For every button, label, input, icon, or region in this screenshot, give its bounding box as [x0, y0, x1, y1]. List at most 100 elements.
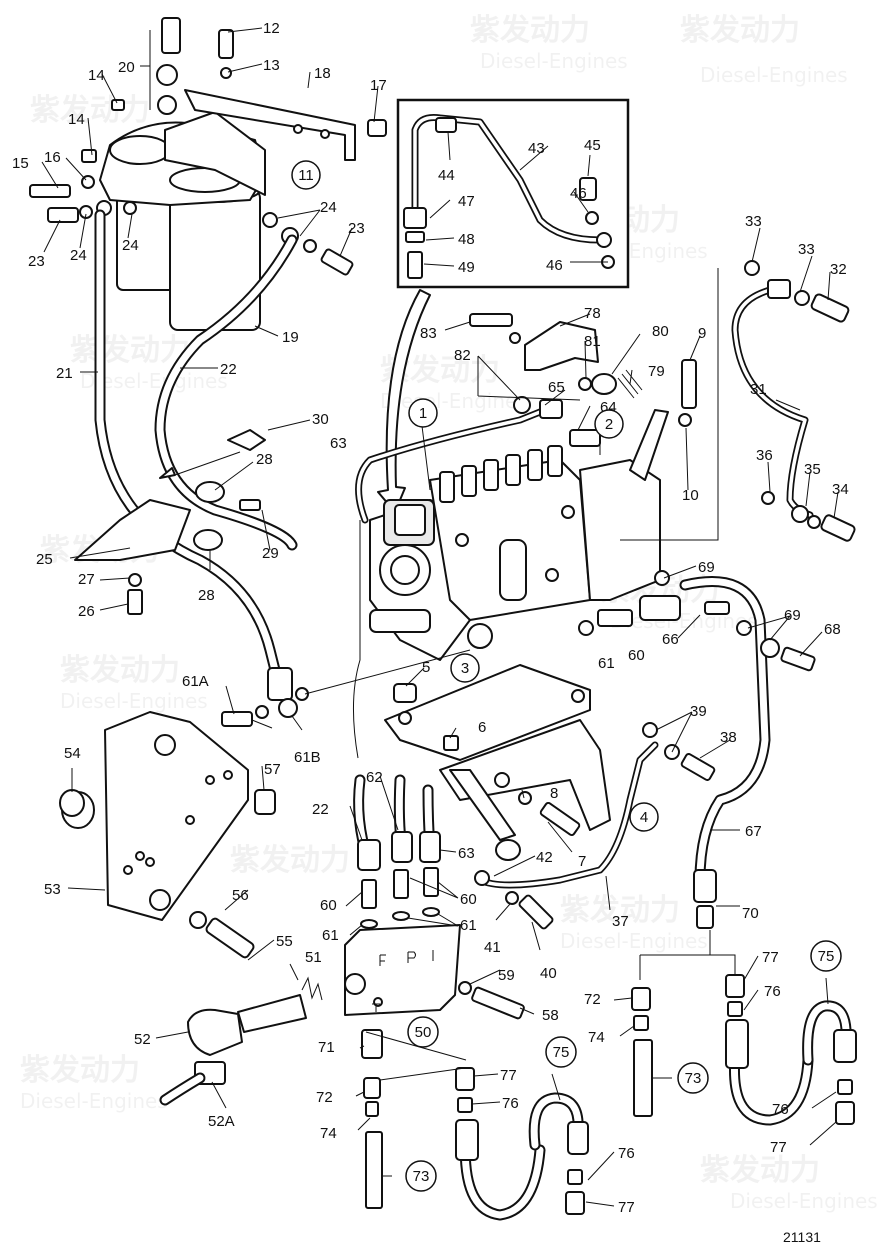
- pipe-73-right: [633, 1039, 653, 1117]
- label-21: 21: [56, 365, 73, 382]
- bolt-61A: [221, 711, 253, 727]
- washer-46: [585, 211, 599, 225]
- circle-3: [450, 653, 480, 683]
- label-13: 13: [263, 57, 280, 74]
- label-70: 70: [742, 905, 759, 922]
- label-77-b: 77: [618, 1199, 635, 1216]
- label-60: 60: [628, 647, 645, 664]
- label-48: 48: [458, 231, 475, 248]
- label-79: 79: [648, 363, 665, 380]
- clip-44: [435, 117, 457, 133]
- hose-67-group: [654, 570, 816, 929]
- label-61-b: 61: [322, 927, 339, 944]
- label-68: 68: [824, 621, 841, 638]
- bracket-hole: [320, 129, 330, 139]
- sleeve-57: [254, 789, 276, 815]
- washer-56: [189, 911, 207, 929]
- watermark-sub: Diesel-Engines: [730, 1189, 878, 1213]
- plate-hole: [185, 815, 195, 825]
- bolt-40: [518, 894, 554, 930]
- label-51: 51: [305, 949, 322, 966]
- plate-hole: [149, 889, 171, 911]
- label-69: 69: [698, 559, 715, 576]
- hose-clamp-bracket: [74, 429, 266, 615]
- washer-69: [736, 620, 752, 636]
- label-16: 16: [44, 149, 61, 166]
- watermark-sub: Diesel-Engines: [480, 49, 628, 73]
- injector-outlet: [547, 445, 563, 477]
- bushing-54-face: [59, 789, 85, 817]
- nut-77: [835, 1101, 855, 1125]
- valve-block-50: [344, 924, 461, 1016]
- label-36: 36: [756, 447, 773, 464]
- label-42: 42: [536, 849, 553, 866]
- pump-governor: [579, 459, 661, 601]
- washer-39: [642, 722, 658, 738]
- fitting-49: [407, 251, 423, 279]
- label-9: 9: [698, 325, 706, 342]
- washer-27: [128, 573, 142, 587]
- ring-76: [727, 1001, 743, 1017]
- label-17: 17: [370, 77, 387, 94]
- port-letter-f: [379, 954, 386, 966]
- circle-73-b: [677, 1062, 709, 1094]
- circle-73: [405, 1160, 437, 1192]
- label-22: 22: [220, 361, 237, 378]
- filter-head-dome: [109, 135, 171, 165]
- circle-label-75-b: 75: [818, 948, 835, 965]
- bolt-58: [471, 986, 525, 1020]
- label-46-b: 46: [546, 257, 563, 274]
- hose-22-route: [353, 520, 361, 759]
- label-72: 72: [316, 1089, 333, 1106]
- bracket-hole: [571, 689, 585, 703]
- clamp-28: [193, 529, 223, 551]
- clamp-28: [195, 481, 225, 503]
- injector-outlet: [527, 449, 543, 481]
- label-71: 71: [318, 1039, 335, 1056]
- label-54: 54: [64, 745, 81, 762]
- watermark-brand: 紫发动力: [560, 893, 680, 928]
- bolt-38: [680, 753, 716, 781]
- label-37: 37: [612, 913, 629, 930]
- ring-48: [405, 231, 425, 243]
- bracket-25: [74, 499, 191, 561]
- washer-13: [220, 67, 232, 79]
- watermark-sub: Diesel-Engines: [380, 389, 528, 413]
- label-83: 83: [420, 325, 437, 342]
- watermark-brand: 紫发动力: [60, 653, 180, 688]
- label-60-b: 60: [320, 897, 337, 914]
- watermark-sub: Diesel-Engines: [700, 63, 848, 87]
- nut-77: [565, 1191, 585, 1215]
- leader-lines: [41, 27, 839, 1207]
- ring-74: [365, 1101, 379, 1117]
- label-29: 29: [262, 545, 279, 562]
- circle-1: [408, 398, 438, 428]
- label-76: 76: [502, 1095, 519, 1112]
- plate-hole: [145, 857, 155, 867]
- hose-end-63: [419, 831, 441, 863]
- label-78: 78: [584, 305, 601, 322]
- label-39: 39: [690, 703, 707, 720]
- elbow-75-right-end: [833, 1029, 857, 1063]
- label-33-b: 33: [798, 241, 815, 258]
- circle-label-73: 73: [413, 1168, 430, 1185]
- injector-outlet: [483, 459, 499, 491]
- pump-bracket-group: [384, 664, 716, 930]
- washer-65: [513, 396, 531, 414]
- bolt-68: [780, 646, 816, 672]
- label-80: 80: [652, 323, 669, 340]
- label-81: 81: [584, 333, 601, 350]
- bracket-hole: [494, 772, 510, 788]
- plug-14: [111, 99, 125, 111]
- watermark-brand: 紫发动力: [30, 93, 150, 128]
- circle-label-50: 50: [415, 1024, 432, 1041]
- fuel-pipe-31-group: [620, 260, 856, 542]
- circle-label-73-b: 73: [685, 1070, 702, 1087]
- label-5: 5: [422, 659, 430, 676]
- banjo-65: [539, 399, 563, 419]
- plate-hole: [154, 734, 176, 756]
- bolt-34: [820, 514, 856, 542]
- bracket-leg: [449, 769, 516, 841]
- sleeve-5: [393, 683, 417, 703]
